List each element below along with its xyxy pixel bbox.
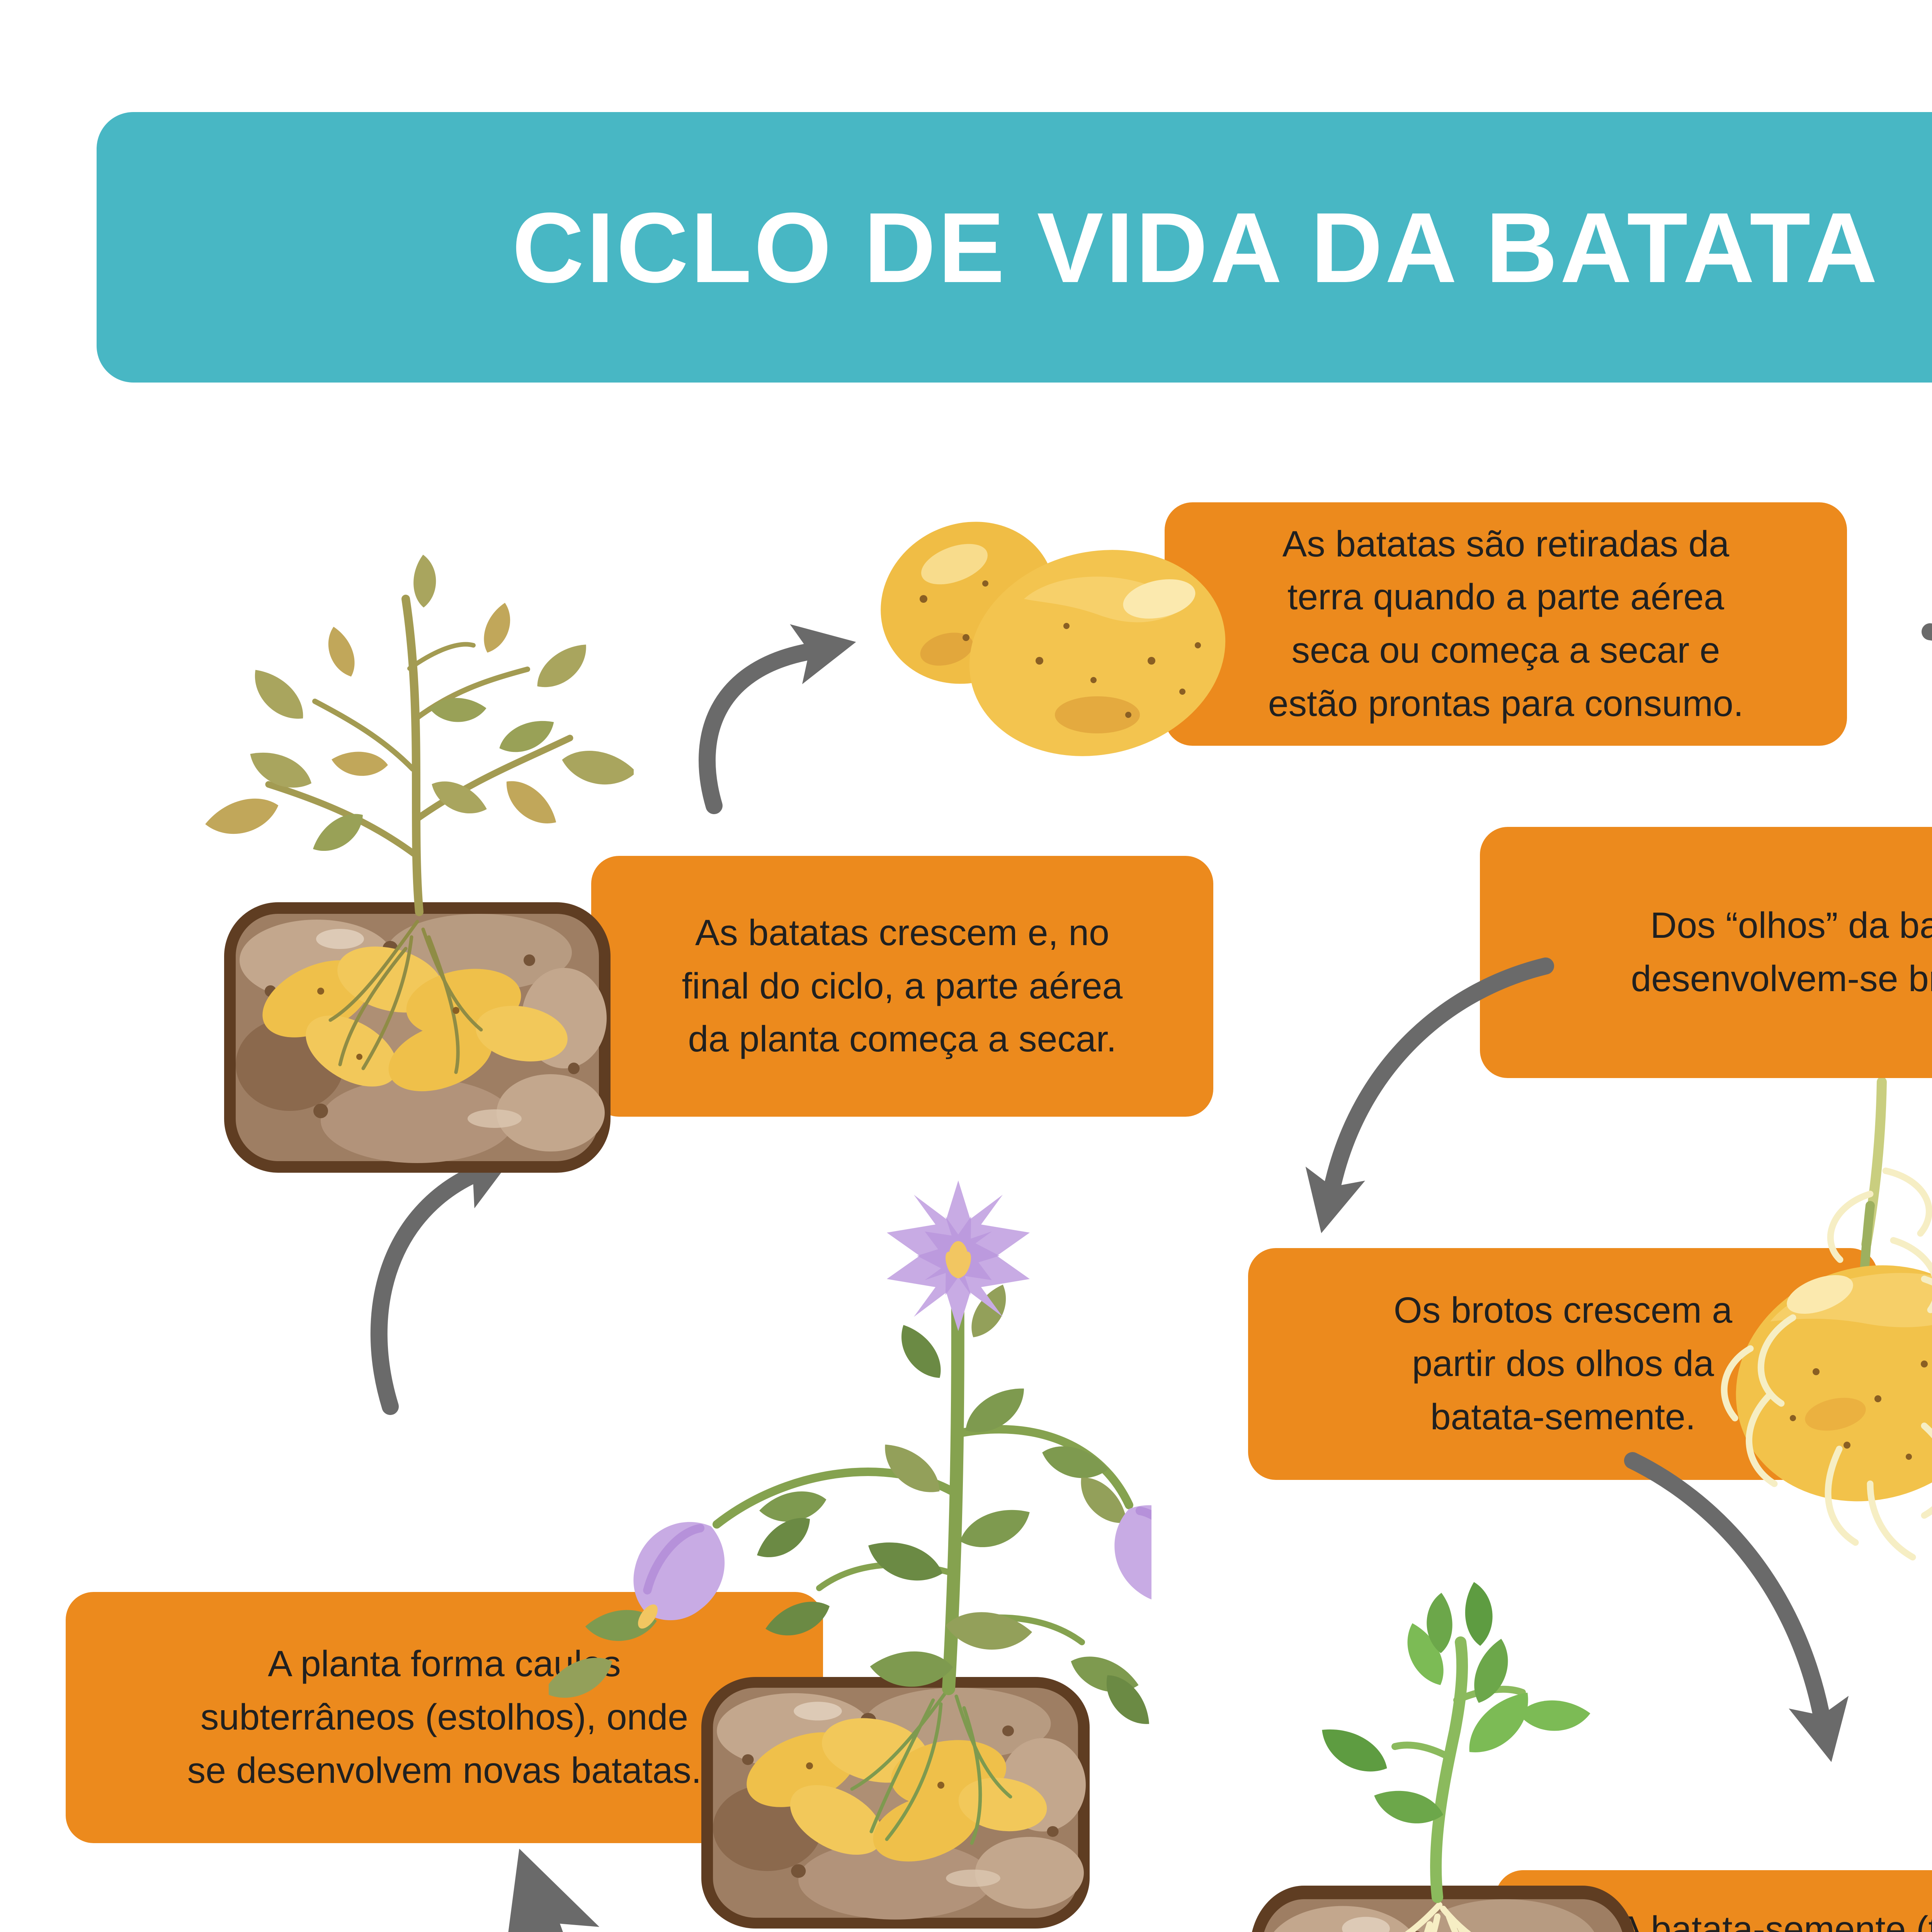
underground-potatoes-icon (747, 1687, 1047, 1862)
stage-card-maturing: As batatas crescem e, no final do ciclo,… (591, 856, 1213, 1117)
stage-text-harvest: As batatas são retiradas da terra quando… (1268, 523, 1744, 724)
stage-text-sprouts: Os brotos crescem a partir dos olhos da … (1393, 1290, 1733, 1437)
dried-stems-icon (265, 595, 573, 916)
stage-card-stolons: A planta forma caules subterrâneos (esto… (66, 1592, 823, 1843)
flower-leaves-icon (549, 1281, 1151, 1735)
potato-icon (1736, 1265, 1932, 1502)
young-plant-in-soil-illustration (1229, 1581, 1673, 1932)
title-banner: CICLO DE VIDA DA BATATA (97, 112, 1932, 383)
underground-potatoes-icon (262, 920, 568, 1092)
star-flower-icon (887, 1180, 1030, 1331)
potato-icon (969, 550, 1226, 756)
arrow-harvest-to-eyes-icon (1922, 623, 1932, 641)
drying-plant-in-soil-illustration (202, 554, 634, 1179)
stage-card-harvest: As batatas são retiradas da terra quando… (1165, 502, 1847, 746)
roots-icon (1405, 1902, 1471, 1932)
young-leaves-icon (1313, 1581, 1592, 1826)
bell-flower-icon (1114, 1505, 1151, 1603)
sprout-stem-icon (1860, 1078, 1887, 1276)
page-title: CICLO DE VIDA DA BATATA (512, 191, 1880, 303)
flowering-plant-in-soil-illustration (549, 1180, 1151, 1932)
stage-text-maturing: As batatas crescem e, no final do ciclo,… (682, 912, 1123, 1060)
stage-text-stolons: A planta forma caules subterrâneos (esto… (187, 1643, 702, 1791)
stage-card-eyes: Dos “olhos” da batata desenvolvem-se bro… (1480, 827, 1932, 1078)
harvested-potatoes-illustration (881, 522, 1226, 756)
sprouted-potato-illustration (1721, 1078, 1932, 1561)
bell-flower-icon (633, 1522, 725, 1629)
arrow-maturing-to-harvest-icon (699, 624, 856, 814)
arrow-stolons-to-maturing-icon (370, 1153, 515, 1415)
stage-text-planting: A batata-semente (tubérculo) é plantada … (1618, 1908, 1932, 1932)
stage-text-eyes: Dos “olhos” da batata desenvolvem-se bro… (1631, 905, 1932, 999)
